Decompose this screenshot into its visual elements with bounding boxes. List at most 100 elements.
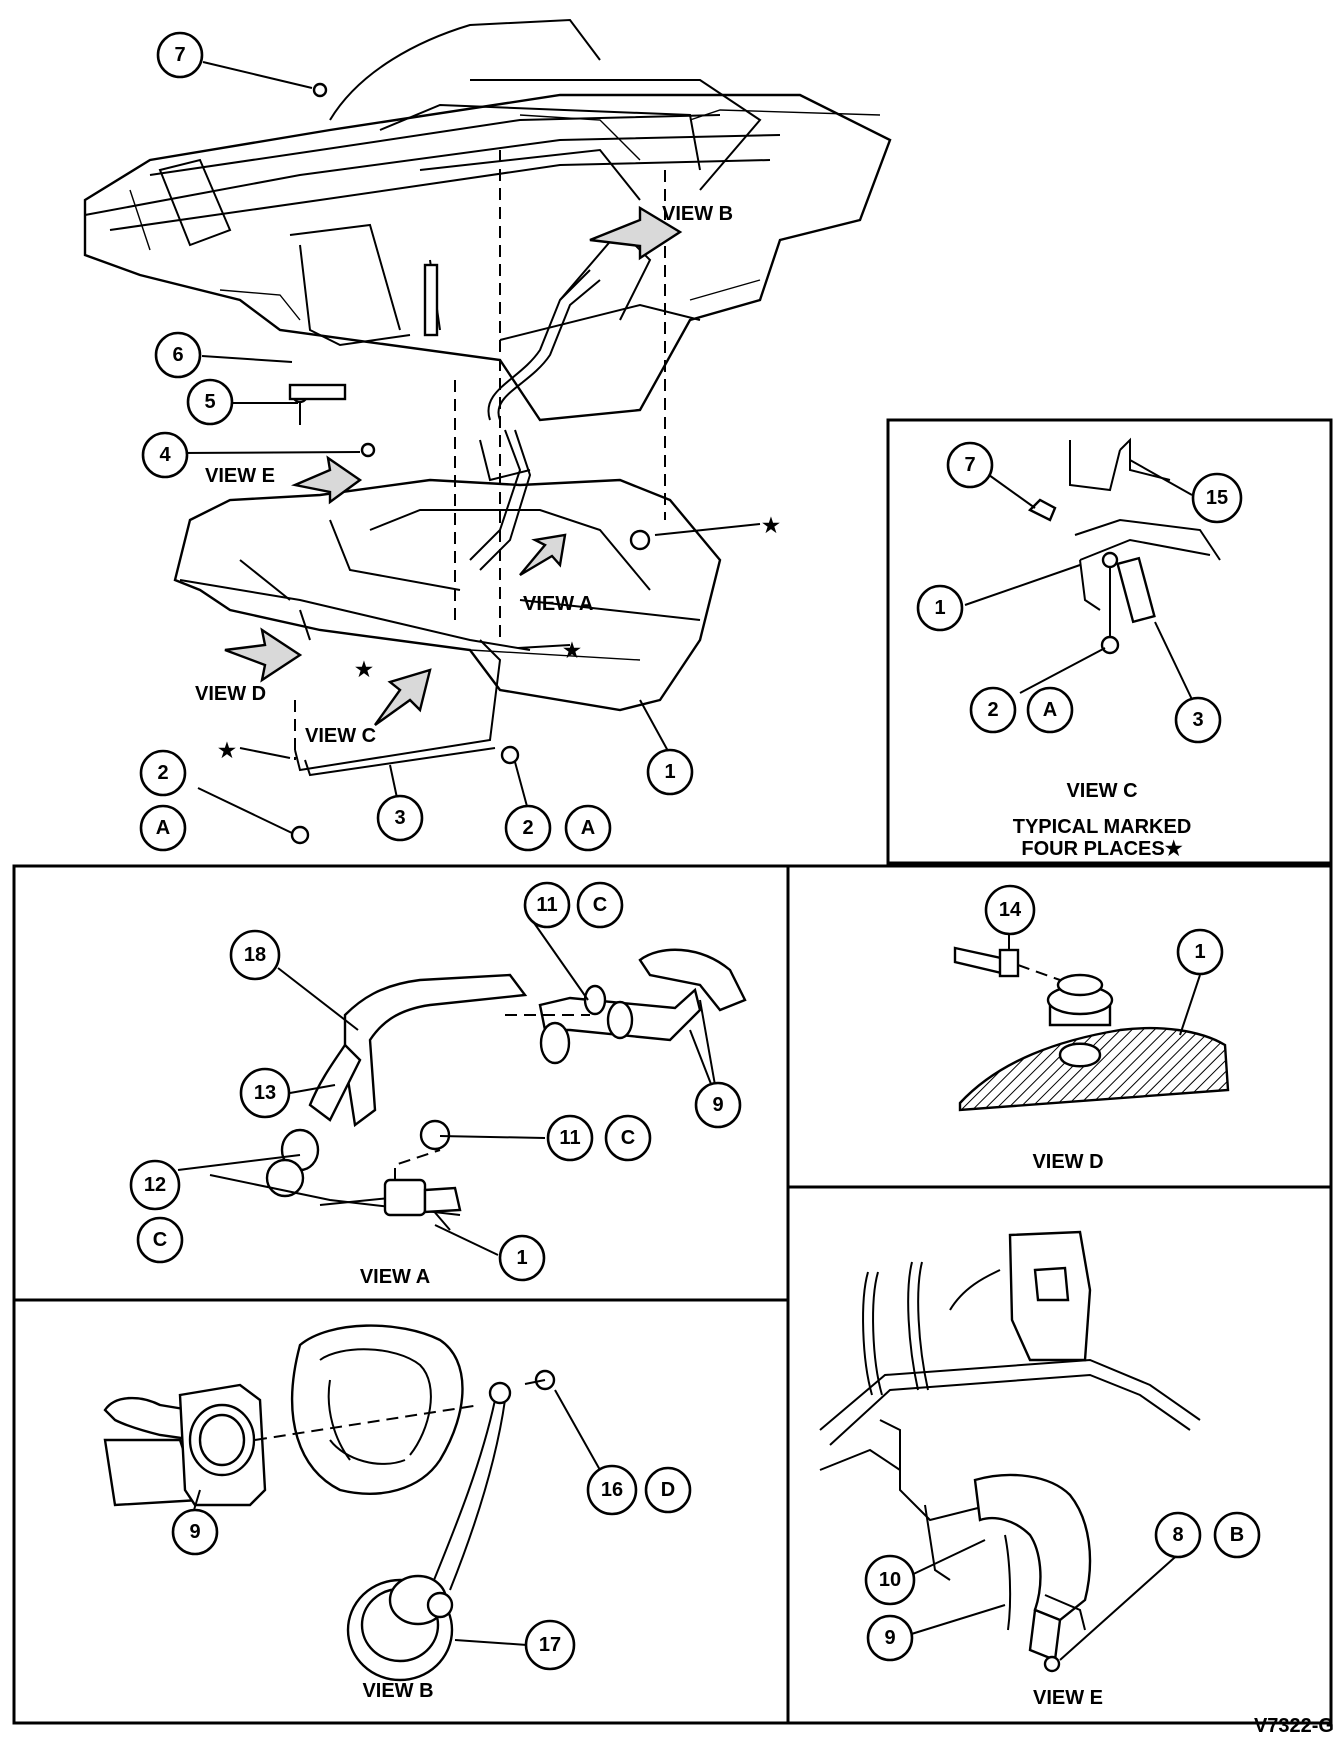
viewa-callout-1: 1 — [498, 1234, 546, 1282]
vehicle-underbody — [83, 18, 892, 422]
svg-text:A: A — [581, 817, 595, 839]
viewc-callout-2: 2 — [969, 686, 1017, 734]
viewa-callout-18: 18 — [229, 929, 281, 981]
diagram-code: V7322-G — [1254, 1715, 1334, 1737]
main-view: 7 6 5 4 2 A 3 2 A 1 ★ ★ ★ ★ VIEW B VIEW … — [83, 18, 892, 852]
svg-text:D: D — [661, 1479, 675, 1501]
viewb-callout-9: 9 — [171, 1508, 219, 1556]
star-marker: ★ — [762, 515, 780, 537]
viewe-callout-9: 9 — [866, 1614, 914, 1662]
svg-text:2: 2 — [987, 699, 998, 721]
viewe-callout-10: 10 — [864, 1554, 916, 1606]
view-b-panel: 9 16 D 17 VIEW B — [12, 1298, 790, 1725]
viewe-callout-B: B — [1213, 1511, 1261, 1559]
viewa-callout-9: 9 — [694, 1081, 742, 1129]
view-arrows — [224, 205, 683, 726]
view-a-label: VIEW A — [523, 593, 593, 615]
callout-A-left: A — [139, 804, 187, 852]
viewa-callout-C-low: C — [136, 1216, 184, 1264]
viewa-callout-C-top: C — [576, 881, 624, 929]
svg-text:11: 11 — [559, 1127, 580, 1149]
svg-text:17: 17 — [539, 1634, 561, 1656]
svg-text:9: 9 — [884, 1627, 895, 1649]
viewd-callout-1: 1 — [1176, 928, 1224, 976]
main-fasteners — [288, 82, 651, 845]
viewc-callout-A: A — [1026, 686, 1074, 734]
svg-text:8: 8 — [1172, 1524, 1183, 1546]
view-b-title: VIEW B — [362, 1680, 433, 1702]
svg-text:1: 1 — [516, 1247, 527, 1269]
viewd-callout-14: 14 — [984, 884, 1036, 936]
view-a-panel: 11 C 18 13 9 11 C 12 C 1 VIEW A — [12, 864, 790, 1302]
svg-text:1: 1 — [664, 761, 675, 783]
svg-text:6: 6 — [172, 344, 183, 366]
viewa-callout-13: 13 — [239, 1067, 291, 1119]
svg-text:3: 3 — [394, 807, 405, 829]
callout-7: 7 — [156, 31, 204, 79]
viewc-callout-7: 7 — [946, 441, 994, 489]
callout-2-left: 2 — [139, 749, 187, 797]
viewa-callout-12: 12 — [129, 1159, 181, 1211]
svg-text:15: 15 — [1206, 487, 1228, 509]
viewc-callout-1: 1 — [916, 584, 964, 632]
view-d-label: VIEW D — [195, 683, 266, 705]
svg-text:16: 16 — [601, 1479, 623, 1501]
svg-text:A: A — [156, 817, 170, 839]
viewc-callout-15: 15 — [1191, 472, 1243, 524]
callout-A-right: A — [564, 804, 612, 852]
viewe-callout-8: 8 — [1154, 1511, 1202, 1559]
viewa-callout-C-mid: C — [604, 1114, 652, 1162]
svg-text:4: 4 — [159, 444, 171, 466]
fuel-lines — [469, 269, 601, 571]
svg-text:A: A — [1043, 699, 1057, 721]
svg-text:13: 13 — [254, 1082, 276, 1104]
callout-6: 6 — [154, 331, 202, 379]
view-c-note-line2: FOUR PLACES★ — [1021, 838, 1182, 860]
callout-3: 3 — [376, 794, 424, 842]
view-a-title: VIEW A — [360, 1266, 430, 1288]
viewb-callout-17: 17 — [524, 1619, 576, 1671]
view-c-title: VIEW C — [1066, 780, 1137, 802]
tank-strap — [294, 639, 502, 777]
svg-text:C: C — [621, 1127, 635, 1149]
view-e-label: VIEW E — [205, 465, 275, 487]
svg-text:C: C — [593, 894, 607, 916]
svg-text:B: B — [1230, 1524, 1244, 1546]
svg-text:7: 7 — [964, 454, 975, 476]
star-marker: ★ — [218, 740, 236, 762]
callout-5: 5 — [186, 378, 234, 426]
star-marker: ★ — [355, 659, 373, 681]
callout-4: 4 — [141, 431, 189, 479]
view-c-label: VIEW C — [305, 725, 376, 747]
svg-text:10: 10 — [879, 1569, 901, 1591]
svg-text:9: 9 — [189, 1521, 200, 1543]
svg-text:12: 12 — [144, 1174, 166, 1196]
viewb-callout-16: 16 — [586, 1464, 638, 1516]
svg-text:18: 18 — [244, 944, 266, 966]
view-d-panel: 14 1 VIEW D — [786, 864, 1333, 1189]
view-c-note-line1: TYPICAL MARKED — [1013, 816, 1192, 838]
svg-text:9: 9 — [712, 1094, 723, 1116]
viewb-callout-D: D — [644, 1466, 692, 1514]
svg-text:2: 2 — [157, 762, 168, 784]
viewa-callout-11-mid: 11 — [546, 1114, 594, 1162]
view-c-panel: 7 15 1 2 A 3 VIEW C TYPICAL MARKED FOUR … — [886, 418, 1333, 865]
viewa-callout-11-top: 11 — [523, 881, 571, 929]
view-b-label: VIEW B — [662, 203, 733, 225]
svg-text:7: 7 — [174, 44, 185, 66]
view-d-title: VIEW D — [1032, 1151, 1103, 1173]
view-e-panel: 8 B 10 9 VIEW E — [786, 1185, 1333, 1725]
svg-text:3: 3 — [1192, 709, 1203, 731]
callout-1: 1 — [646, 748, 694, 796]
viewc-callout-3: 3 — [1174, 696, 1222, 744]
svg-text:11: 11 — [536, 894, 557, 916]
svg-text:2: 2 — [522, 817, 533, 839]
star-marker: ★ — [563, 640, 581, 662]
main-leaders — [179, 61, 761, 834]
svg-text:14: 14 — [999, 899, 1022, 921]
view-e-title: VIEW E — [1033, 1687, 1103, 1709]
fuel-tank — [173, 478, 722, 712]
svg-text:5: 5 — [204, 391, 215, 413]
svg-text:1: 1 — [934, 597, 945, 619]
